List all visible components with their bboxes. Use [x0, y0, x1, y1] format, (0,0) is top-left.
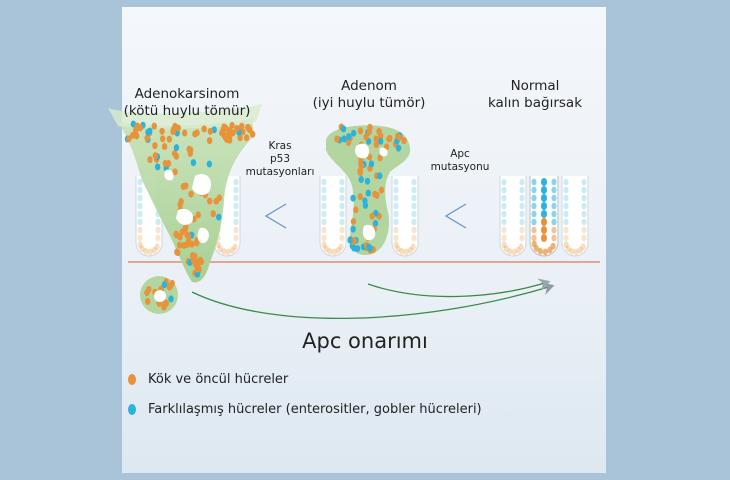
stage-label-adenoma: Adenom (iyi huylu tümör) — [304, 78, 434, 112]
mutation-line: Kras — [268, 140, 292, 152]
legend-item-differentiated: Farklılaşmış hücreler (enterositler, gob… — [128, 402, 482, 417]
mutation-line: p53 — [269, 153, 291, 166]
stage-subtitle: kalın bağırsak — [487, 94, 583, 111]
adenocarcinoma-mass — [108, 104, 262, 283]
stage-title: Adenom — [341, 78, 397, 94]
repair-arrow-long — [191, 282, 555, 319]
stage-label-adenocarcinoma: Adenokarsinom (kötü huylu tömür) — [112, 86, 262, 120]
stem-cell-dot-icon — [128, 374, 136, 385]
legend-label: Farklılaşmış hücreler (enterositler, gob… — [148, 402, 482, 417]
legend-label: Kök ve öncül hücreler — [148, 372, 289, 387]
differentiated-cell-dot-icon — [128, 404, 136, 415]
figure-title: Apc onarımı — [302, 329, 428, 353]
stage-label-normal: Normal kalın bağırsak — [470, 78, 600, 112]
chevron-left-icon — [444, 203, 467, 229]
detached-tumor-cluster — [140, 276, 178, 314]
mutation-line: mutasyonu — [430, 161, 490, 174]
chevron-left-icon — [264, 203, 287, 229]
stage-title: Adenokarsinom — [134, 86, 240, 102]
mutation-line: Apc — [450, 148, 470, 160]
legend-item-stem: Kök ve öncül hücreler — [128, 372, 288, 387]
stage-subtitle: (iyi huylu tümör) — [312, 94, 426, 111]
adenoma-mass — [326, 123, 411, 256]
mutation-line: mutasyonları — [245, 166, 315, 179]
mutation-label-apc: Apc mutasyonu — [420, 148, 500, 174]
stage-subtitle: (kötü huylu tömür) — [123, 102, 251, 119]
mutation-label-kras-p53: Kras p53 mutasyonları — [240, 140, 320, 179]
stage-title: Normal — [510, 78, 560, 94]
repair-arrow-short — [367, 278, 551, 298]
